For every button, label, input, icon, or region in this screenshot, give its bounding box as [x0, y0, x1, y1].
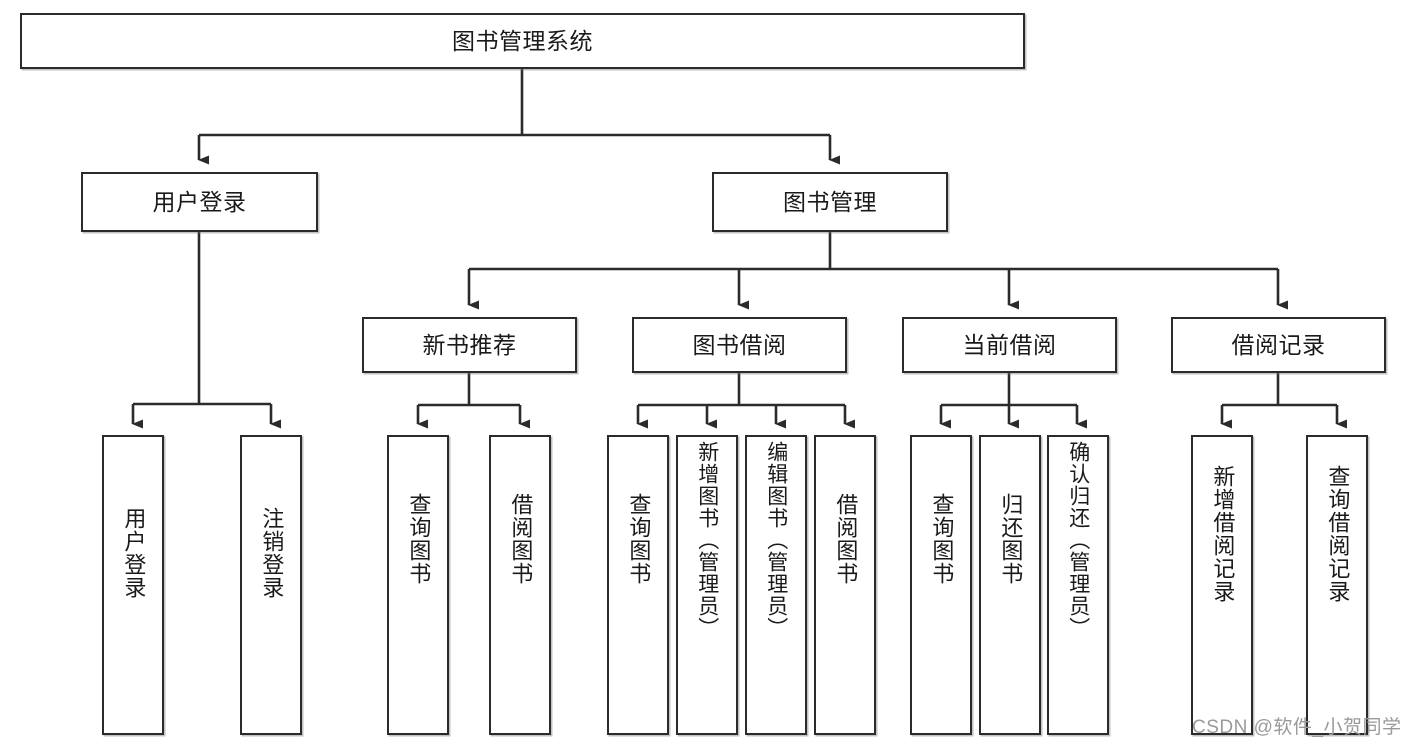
node-leaf-book-borrow-query-book[interactable]: 查询图书	[607, 435, 669, 735]
node-leaf-book-borrow-add-book-admin[interactable]: 新增图书（管理员）	[676, 435, 738, 735]
node-leaf-user-login-logout[interactable]: 注销登录	[240, 435, 302, 735]
node-label: 注销登录	[259, 507, 285, 599]
node-label: 当前借阅	[962, 331, 1057, 358]
node-book-borrow[interactable]: 图书借阅	[632, 317, 847, 373]
node-leaf-new-book-borrow-book[interactable]: 借阅图书	[489, 435, 551, 735]
node-label: 确认归还（管理员）	[1066, 441, 1090, 639]
node-label: 借阅记录	[1231, 331, 1326, 358]
node-borrow-record[interactable]: 借阅记录	[1171, 317, 1386, 373]
node-label: 借阅图书	[833, 493, 859, 585]
node-label: 借阅图书	[508, 493, 534, 585]
node-leaf-current-borrow-confirm-return-admin[interactable]: 确认归还（管理员）	[1047, 435, 1109, 735]
node-label: 图书管理系统	[452, 27, 593, 54]
node-leaf-user-login-user-login[interactable]: 用户登录	[102, 435, 164, 735]
node-label: 归还图书	[998, 493, 1024, 585]
node-leaf-book-borrow-borrow-book[interactable]: 借阅图书	[814, 435, 876, 735]
node-book-management[interactable]: 图书管理	[712, 172, 948, 232]
node-label: 查询图书	[929, 493, 955, 585]
node-leaf-borrow-record-query-record[interactable]: 查询借阅记录	[1306, 435, 1368, 735]
node-root-book-management-system[interactable]: 图书管理系统	[20, 13, 1025, 69]
node-label: 新增图书（管理员）	[695, 441, 719, 639]
node-leaf-current-borrow-query-book[interactable]: 查询图书	[910, 435, 972, 735]
node-label: 图书借阅	[692, 331, 787, 358]
node-label: 查询借阅记录	[1325, 465, 1351, 603]
node-user-login[interactable]: 用户登录	[81, 172, 318, 232]
node-label: 图书管理	[783, 188, 877, 215]
node-label: 用户登录	[152, 188, 247, 215]
node-leaf-current-borrow-return-book[interactable]: 归还图书	[979, 435, 1041, 735]
node-label: 用户登录	[121, 507, 147, 599]
node-leaf-book-borrow-edit-book-admin[interactable]: 编辑图书（管理员）	[745, 435, 807, 735]
node-new-book-recommend[interactable]: 新书推荐	[362, 317, 577, 373]
node-leaf-borrow-record-add-record[interactable]: 新增借阅记录	[1191, 435, 1253, 735]
node-leaf-new-book-query-book[interactable]: 查询图书	[387, 435, 449, 735]
node-label: 查询图书	[406, 493, 432, 585]
node-label: 新书推荐	[422, 331, 517, 358]
node-label: 新增借阅记录	[1210, 465, 1236, 603]
node-label: 查询图书	[626, 493, 652, 585]
node-label: 编辑图书（管理员）	[764, 441, 788, 639]
node-current-borrow[interactable]: 当前借阅	[902, 317, 1117, 373]
